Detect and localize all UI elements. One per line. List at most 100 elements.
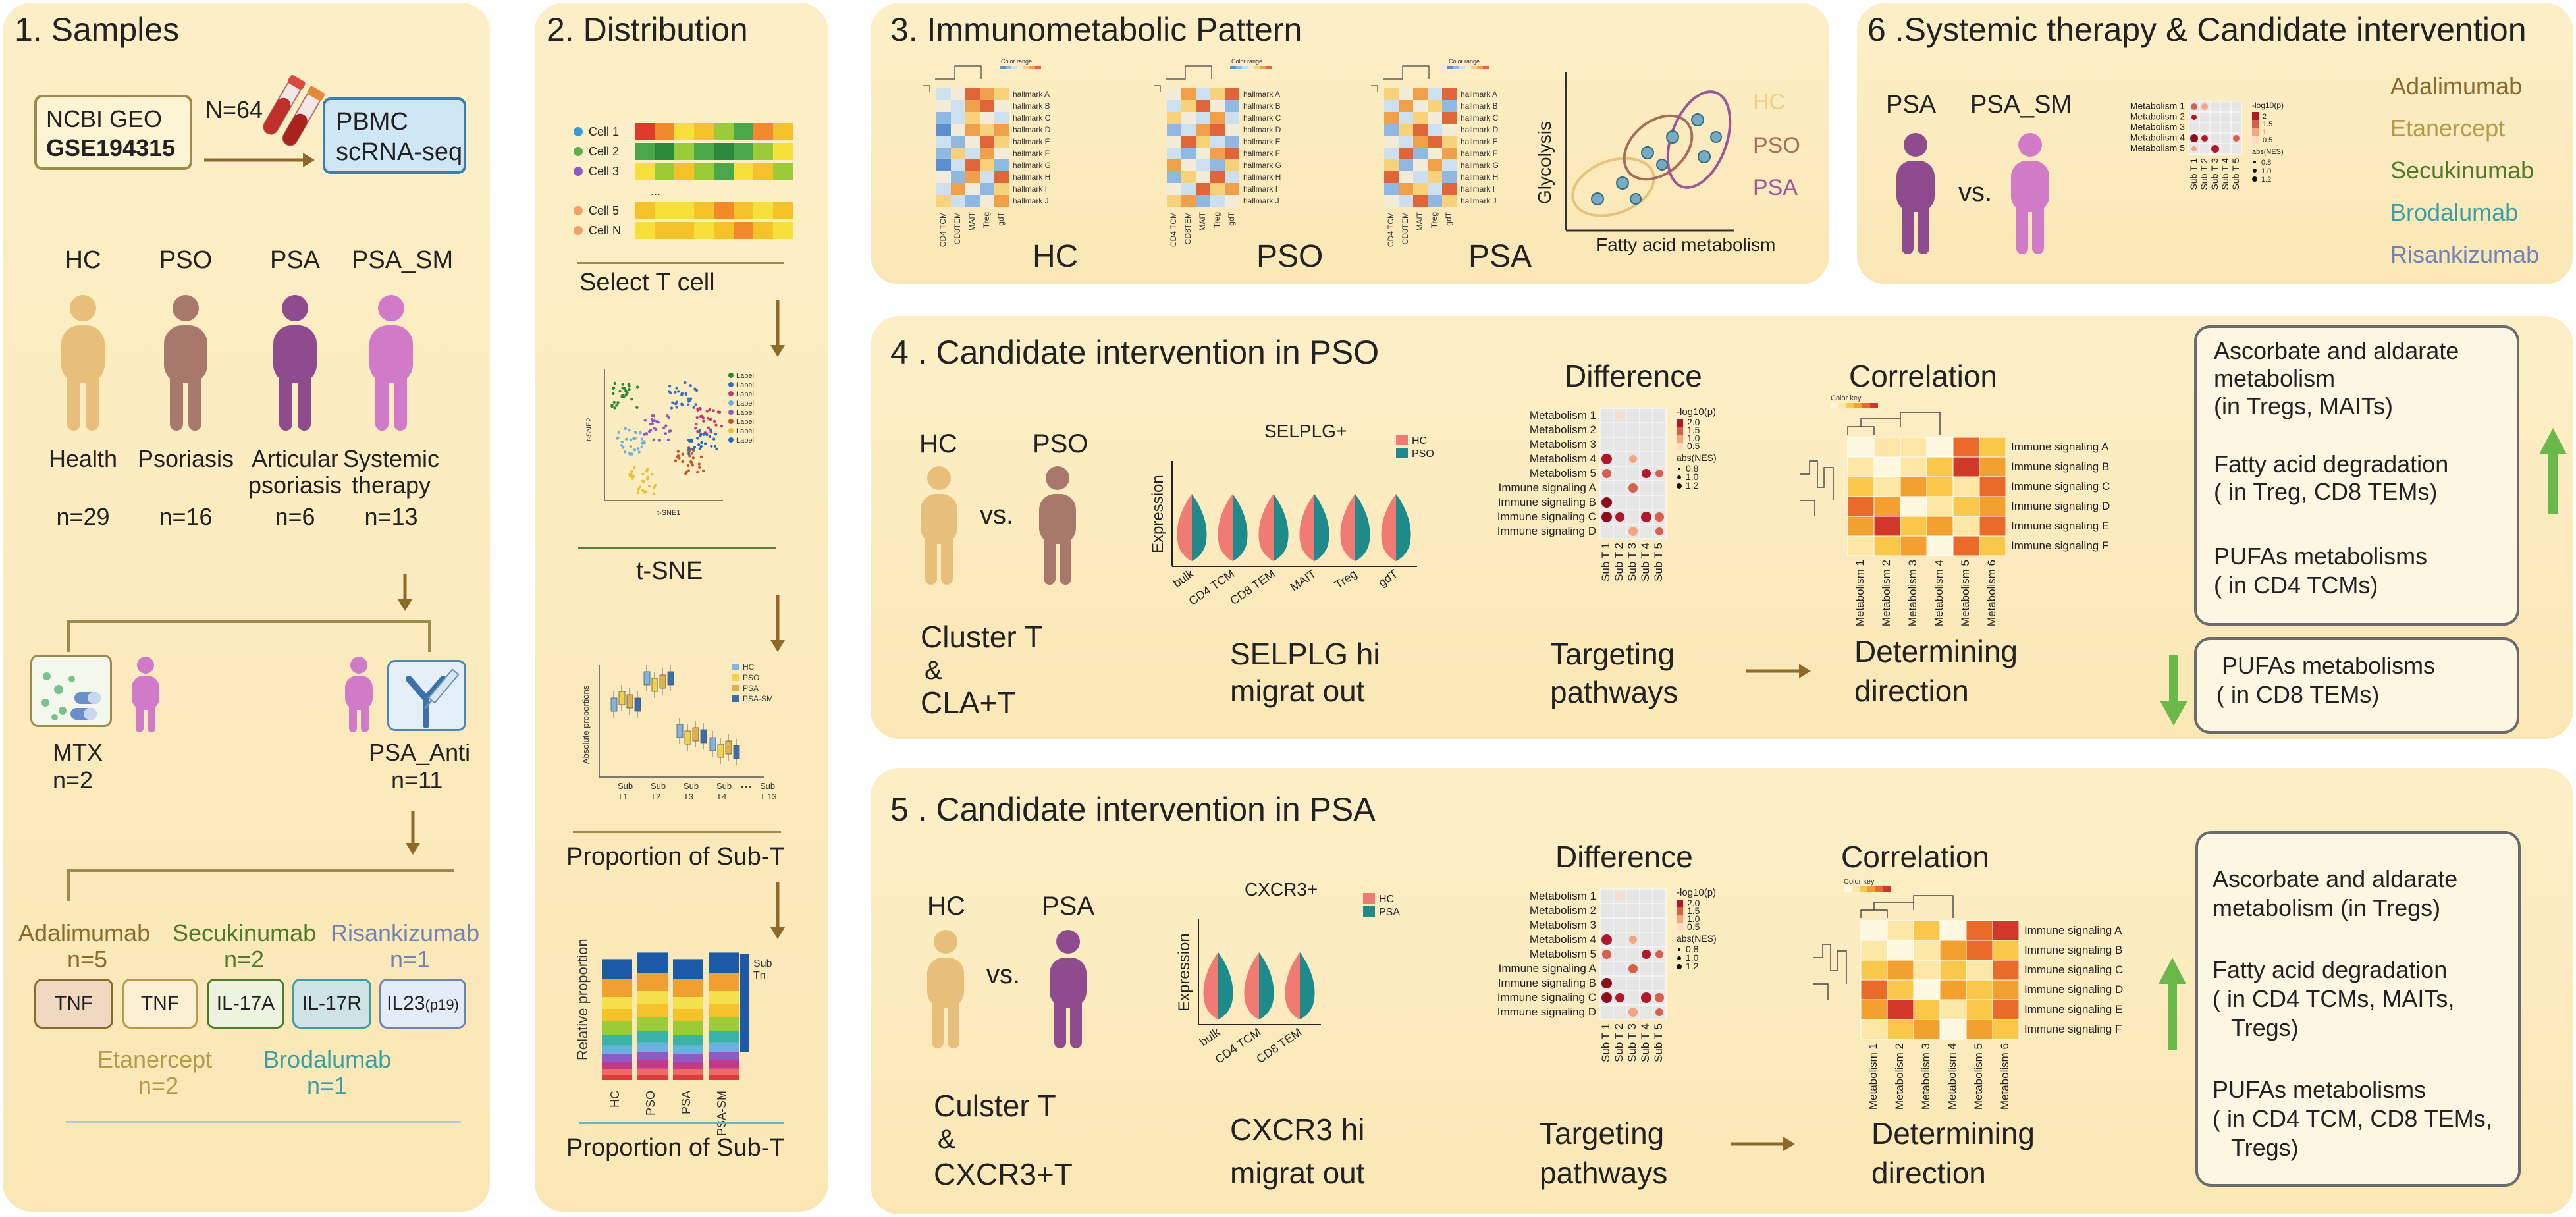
stack-segment — [602, 1035, 632, 1046]
tsne-point — [695, 470, 699, 474]
corr-row-label: Immune signaling A — [2011, 441, 2109, 453]
corr-cell — [1873, 456, 1901, 477]
stack-segment — [709, 952, 739, 973]
tsne-point — [694, 427, 697, 430]
dotplot-legend-nes-value: 1.2 — [1686, 961, 1699, 971]
corr-cell — [1926, 456, 1954, 477]
heatmap-dendrogram — [1154, 65, 1212, 92]
person-body — [273, 325, 317, 383]
heatmap-row-label: hallmark H — [1461, 173, 1498, 182]
stack-segment — [709, 973, 739, 991]
tsne-point — [686, 403, 690, 406]
p4-hc-label: HC — [919, 429, 957, 458]
violin-left-half — [1177, 494, 1192, 561]
heatmap-cell — [1210, 124, 1225, 136]
box-rect — [626, 694, 633, 709]
heatmap-cell — [1413, 136, 1428, 148]
stack-x-label: PSA-SM — [715, 1091, 728, 1136]
dotplot-row-label: Metabolism 5 — [2130, 143, 2185, 153]
cell-heat-tile — [753, 123, 773, 140]
corr-cell — [1847, 496, 1875, 517]
tsne-point — [652, 492, 656, 495]
dotplot-legend-value: 2 — [2263, 113, 2267, 121]
heatmap-cell — [1413, 159, 1428, 171]
stack-segment — [673, 1021, 703, 1035]
dotplot-cell — [1613, 1004, 1627, 1020]
dotplot-cell — [1626, 466, 1640, 481]
dotplot-row-label: Metabolism 5 — [1530, 467, 1596, 479]
heatmap-row-label: hallmark I — [1243, 184, 1277, 194]
p4-difference-title: Difference — [1565, 359, 1702, 393]
heatmap-cell — [1428, 112, 1442, 124]
tsne-point — [657, 420, 660, 424]
heatmap-cell — [1210, 195, 1225, 207]
heatmap-cell — [980, 124, 994, 136]
tsne-point — [624, 450, 627, 454]
dotplot-dot — [1601, 512, 1612, 522]
dotplot-legend-title: -log10(p) — [1677, 887, 1716, 898]
hm-hc-title: HC — [1033, 239, 1079, 274]
box-legend-label: HC — [743, 663, 755, 672]
heatmap-cell — [936, 100, 951, 112]
dotplot-legend-nes-value: 1.2 — [1686, 480, 1699, 491]
tsne-point — [638, 485, 641, 489]
stack-segment — [602, 997, 632, 1009]
heatmap-cell — [1399, 112, 1413, 124]
tsne-y-title: t-SNE2 — [585, 418, 593, 441]
stack-segment — [673, 1069, 703, 1075]
dotplot-cell — [1599, 903, 1614, 919]
fatty-axis-label: Fatty acid metabolism — [1596, 234, 1776, 255]
tsne-point — [628, 428, 631, 432]
tsne-point — [674, 402, 678, 406]
heatmap-row-label: hallmark B — [1013, 101, 1050, 111]
p5-difference-title: Difference — [1555, 840, 1693, 874]
dotplot-row-label: Metabolism 2 — [1530, 423, 1596, 436]
heatmap-cell — [1181, 136, 1196, 148]
dotplot-cell — [1599, 408, 1614, 423]
corr-col-label: Metabolism 2 — [1880, 560, 1892, 626]
tsne-point — [632, 437, 635, 441]
heatmap-cell — [1442, 195, 1457, 207]
tsne-legend-label: Label — [736, 372, 754, 380]
corr-cell — [1860, 920, 1888, 941]
heatmap-cell — [1413, 183, 1428, 195]
tsne-point — [666, 438, 670, 442]
stack-segment — [637, 1075, 668, 1080]
heatmap-row-label: hallmark H — [1243, 173, 1281, 182]
cell-heat-tile — [694, 202, 714, 219]
corr-col-label: Metabolism 3 — [1919, 1043, 1932, 1110]
tsne-legend-label: Label — [736, 418, 754, 426]
dotplot-row-label: Metabolism 5 — [1530, 948, 1596, 960]
corr-row-label: Immune signaling C — [2011, 480, 2110, 493]
p4-amp: & — [925, 656, 942, 685]
heatmap-cell — [951, 124, 965, 136]
corr-cell — [1992, 940, 2020, 961]
stack-y-title: Relative proportion — [574, 938, 591, 1060]
dotplot-row-label: Immune signaling C — [1497, 510, 1596, 523]
dotplot-row-label: Metabolism 4 — [1530, 452, 1596, 465]
heatmap-row-label: hallmark B — [1461, 101, 1498, 111]
corr-cell — [1926, 476, 1954, 497]
corr-cell — [1847, 456, 1875, 477]
tsne-legend-label: Label — [736, 391, 754, 398]
tsne-point — [709, 418, 712, 421]
corr-cell — [1873, 516, 1901, 537]
tsne-point — [636, 447, 640, 450]
heatmap-cell — [1384, 159, 1399, 171]
corr-cell — [1887, 920, 1914, 941]
box-x-label: Sub — [651, 781, 666, 791]
tsne-point — [675, 406, 678, 409]
dotplot-col-label: Sub T 2 — [2199, 158, 2209, 190]
tsne-point — [689, 460, 693, 464]
tsne-point — [624, 427, 628, 431]
tsne-point — [680, 403, 684, 407]
heatmap-cell — [1428, 159, 1442, 171]
target-il17r-label: IL-17R — [302, 992, 362, 1014]
heatmap-cell — [965, 159, 980, 171]
dotplot-cell — [1613, 932, 1627, 948]
dotplot-cell — [1639, 903, 1653, 919]
tsne-point — [709, 429, 712, 432]
violin-right-half — [1192, 494, 1207, 561]
